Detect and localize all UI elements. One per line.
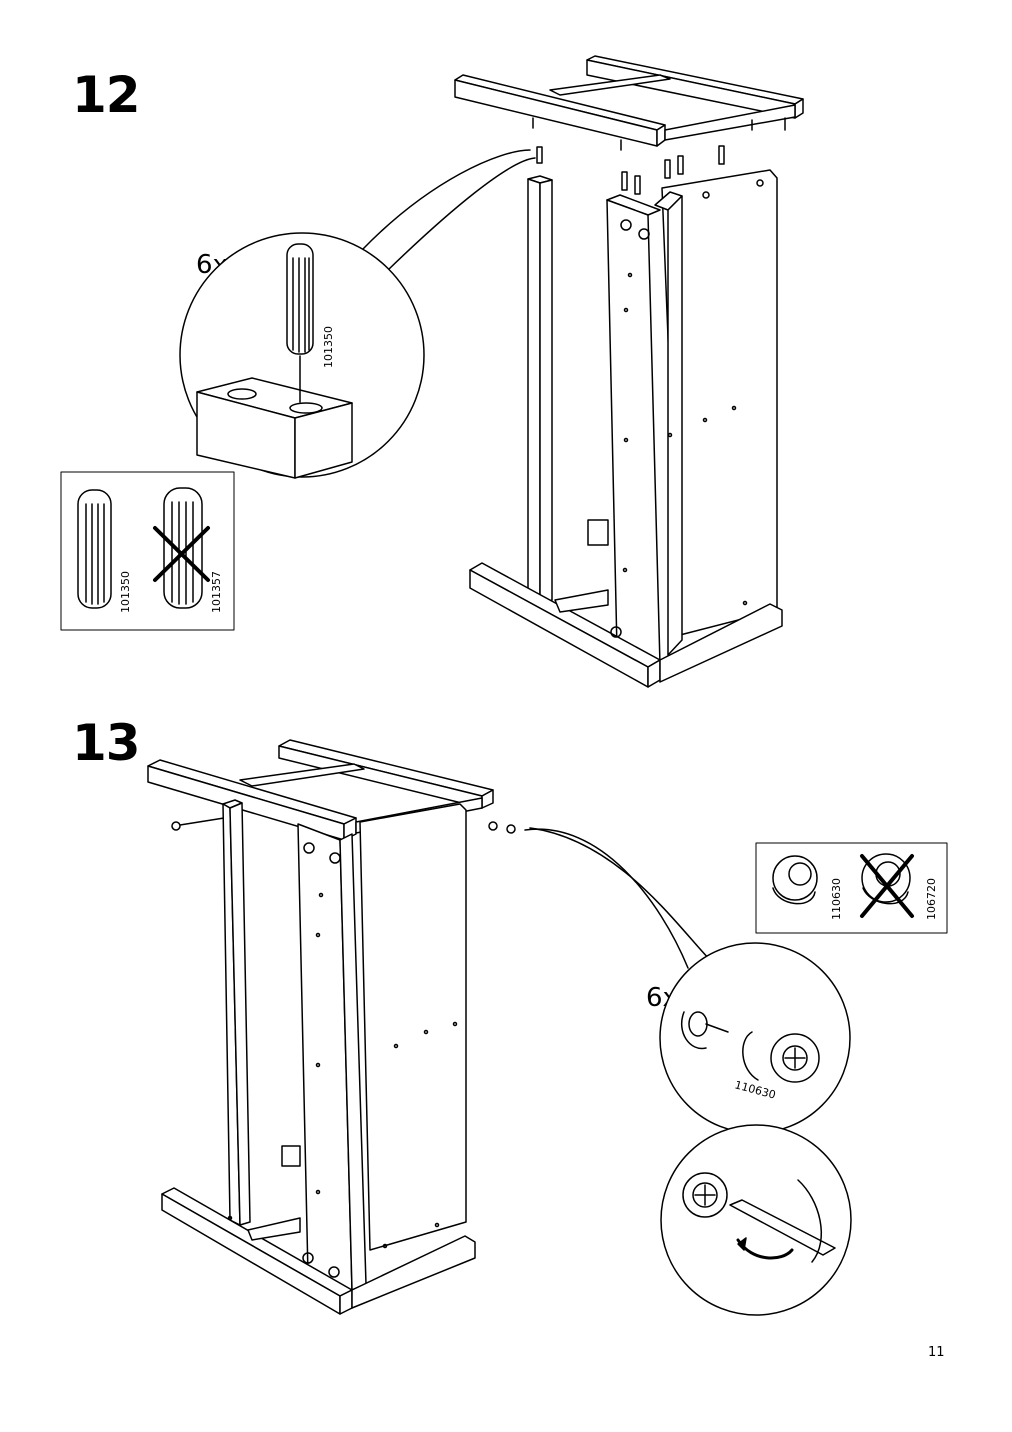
step-12-compare-box: 101350 101357 xyxy=(60,471,235,631)
rejected-part-cross-icon xyxy=(153,526,210,582)
step-13-wrong-part-label: 106720 xyxy=(925,878,938,920)
step-13-ok-part-label: 110630 xyxy=(830,878,843,920)
step-12-ok-part-label: 101350 xyxy=(119,571,132,613)
step-12-number: 12 xyxy=(72,66,141,124)
page-number: 11 xyxy=(928,1345,945,1360)
step-13-cabinet-drawing xyxy=(147,739,516,1315)
step-12-wrong-part-label: 101357 xyxy=(210,571,223,613)
rejected-part-cross-icon xyxy=(860,854,914,918)
step-12-dowel-detail: 101350 xyxy=(179,149,536,479)
step-13-number: 13 xyxy=(72,714,141,772)
step-13-compare-box: 110630 106720 xyxy=(755,842,948,934)
step-12-detail-part-label: 101350 xyxy=(322,326,335,368)
step-12-cabinet-drawing xyxy=(454,55,804,688)
step-13-cam-lock-detail: 110630 xyxy=(524,827,852,1316)
